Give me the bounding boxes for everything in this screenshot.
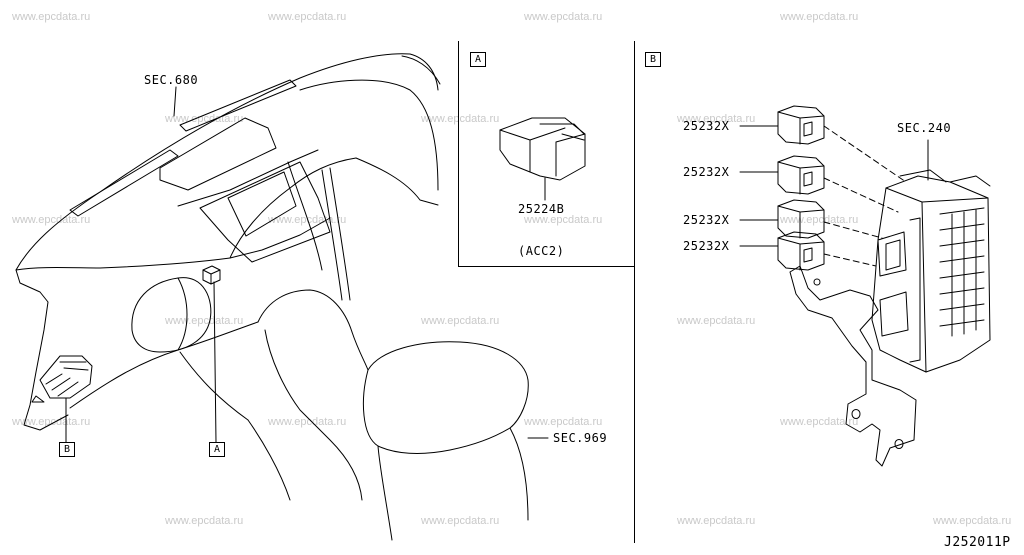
watermark: www.epcdata.ru: [421, 315, 500, 327]
panel-b-left-border: [634, 41, 635, 543]
watermark: www.epcdata.ru: [524, 416, 603, 428]
callout-b-dash: B: [59, 442, 75, 457]
fuse-block-drawing: [739, 105, 991, 467]
watermark: www.epcdata.ru: [268, 416, 347, 428]
watermark: www.epcdata.ru: [421, 113, 500, 125]
callout-b-panel: B: [645, 52, 661, 67]
watermark: www.epcdata.ru: [677, 315, 756, 327]
label-acc2: (ACC2): [518, 244, 565, 258]
watermark: www.epcdata.ru: [12, 11, 91, 23]
watermark: www.epcdata.ru: [165, 515, 244, 527]
label-relay-25232x-3: 25232X: [683, 213, 730, 227]
label-relay-25232x-4: 25232X: [683, 239, 730, 253]
watermark: www.epcdata.ru: [677, 515, 756, 527]
label-sec-240: SEC.240: [897, 121, 952, 135]
watermark: www.epcdata.ru: [165, 315, 244, 327]
watermark: www.epcdata.ru: [268, 11, 347, 23]
watermark: www.epcdata.ru: [12, 214, 91, 226]
relay-25224b-drawing: [499, 117, 586, 201]
callout-a-dash: A: [209, 442, 225, 457]
label-relay-25232x-2: 25232X: [683, 165, 730, 179]
label-sec-680: SEC.680: [144, 73, 199, 87]
watermark: www.epcdata.ru: [421, 515, 500, 527]
label-sec-969: SEC.969: [553, 431, 608, 445]
watermark: www.epcdata.ru: [780, 11, 859, 23]
relay-3: [777, 199, 825, 239]
relay-2: [777, 155, 825, 195]
watermark: www.epcdata.ru: [933, 515, 1012, 527]
panel-a-left-border: [458, 41, 459, 267]
label-relay-25232x-1: 25232X: [683, 119, 730, 133]
watermark: www.epcdata.ru: [780, 416, 859, 428]
watermark: www.epcdata.ru: [524, 11, 603, 23]
leader-a: [213, 281, 217, 443]
watermark: www.epcdata.ru: [677, 113, 756, 125]
watermark: www.epcdata.ru: [12, 416, 91, 428]
callout-a-panel: A: [470, 52, 486, 67]
relay-1: [777, 105, 825, 145]
panel-a-bottom-border: [458, 266, 634, 267]
dashboard-drawing: [15, 53, 549, 541]
leader-sec-680: [173, 86, 177, 117]
watermark: www.epcdata.ru: [524, 214, 603, 226]
diagram-code: J252011P: [944, 535, 1011, 550]
label-relay-25224b: 25224B: [518, 202, 565, 216]
